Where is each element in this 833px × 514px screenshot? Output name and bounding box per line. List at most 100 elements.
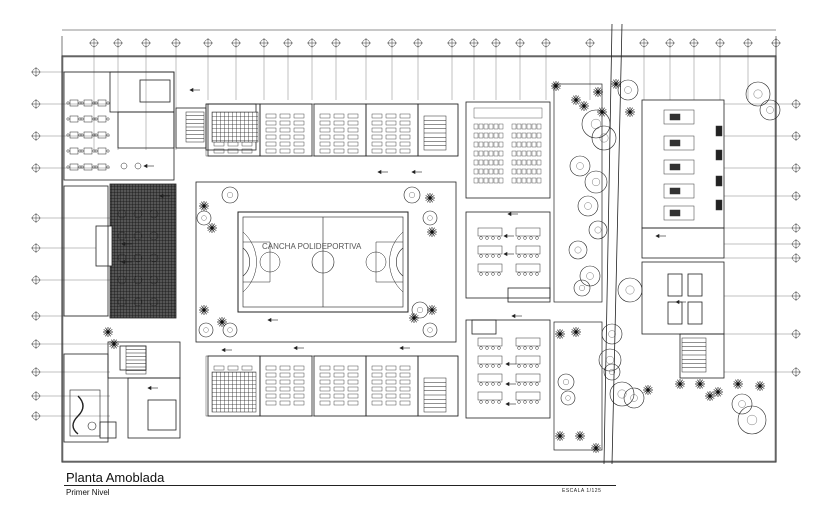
shrub	[109, 339, 119, 349]
seat	[483, 177, 489, 184]
seat	[511, 132, 517, 139]
shrub	[695, 379, 705, 389]
seat	[488, 150, 494, 157]
desk	[371, 134, 383, 140]
desk	[333, 113, 345, 119]
seat	[536, 123, 542, 130]
desk	[347, 120, 359, 126]
tree	[568, 240, 588, 260]
hall-table	[117, 209, 127, 219]
tree	[198, 322, 214, 338]
hall-table	[117, 253, 127, 263]
desk	[399, 148, 411, 154]
tree	[196, 210, 212, 226]
desk	[227, 365, 239, 371]
desk	[333, 365, 345, 371]
seat	[526, 141, 532, 148]
seat	[473, 123, 479, 130]
shrub	[643, 385, 653, 395]
desk	[279, 120, 291, 126]
desk	[293, 379, 305, 385]
seat	[498, 150, 504, 157]
desk	[241, 141, 253, 147]
sports-court	[195, 181, 457, 343]
desk	[371, 127, 383, 133]
office-desk	[663, 135, 695, 151]
hall-table	[133, 253, 143, 263]
round-table	[120, 162, 128, 170]
dining-tables	[66, 99, 159, 307]
auditorium-seats	[473, 107, 543, 184]
shrub	[103, 327, 113, 337]
desk	[347, 386, 359, 392]
desk	[293, 120, 305, 126]
desk	[371, 113, 383, 119]
shrub	[705, 391, 715, 401]
desk	[293, 386, 305, 392]
desk	[293, 400, 305, 406]
desk	[279, 386, 291, 392]
desk	[265, 386, 277, 392]
shrub	[625, 107, 635, 117]
hall-table	[149, 209, 159, 219]
seat	[536, 132, 542, 139]
desk	[279, 365, 291, 371]
shrub	[199, 305, 209, 315]
hall-table	[133, 209, 143, 219]
shrub	[597, 107, 607, 117]
seat	[473, 177, 479, 184]
seat	[473, 141, 479, 148]
seat	[526, 123, 532, 130]
classroom	[259, 355, 313, 417]
desk	[399, 134, 411, 140]
shrub	[713, 387, 723, 397]
hall-table	[133, 275, 143, 285]
classroom	[365, 103, 419, 157]
desk	[319, 148, 331, 154]
lab-table	[477, 355, 503, 365]
lab-table	[515, 263, 541, 273]
seat	[516, 150, 522, 157]
seat	[511, 168, 517, 175]
desk	[371, 379, 383, 385]
seat	[511, 141, 517, 148]
tree	[569, 155, 591, 177]
shrub	[571, 327, 581, 337]
desk	[385, 379, 397, 385]
shrub	[409, 313, 419, 323]
seat	[488, 123, 494, 130]
desk	[333, 134, 345, 140]
desk	[279, 148, 291, 154]
desk	[399, 372, 411, 378]
tree	[623, 387, 645, 409]
desk	[399, 386, 411, 392]
seat	[478, 168, 484, 175]
seat	[511, 159, 517, 166]
desk	[399, 379, 411, 385]
seat	[536, 177, 542, 184]
seat	[516, 177, 522, 184]
seat	[511, 150, 517, 157]
desk	[385, 372, 397, 378]
seat	[516, 132, 522, 139]
tree	[573, 279, 591, 297]
dining-table	[97, 163, 107, 171]
desk	[371, 386, 383, 392]
tree	[579, 265, 601, 287]
shrub	[575, 431, 585, 441]
dining-table	[83, 147, 93, 155]
seat	[473, 168, 479, 175]
seat	[526, 159, 532, 166]
drawing-scale: ESCALA 1/125	[562, 488, 602, 494]
desk	[399, 400, 411, 406]
tree	[617, 79, 639, 101]
shrub	[579, 101, 589, 111]
cabinet	[715, 125, 723, 137]
seat	[498, 168, 504, 175]
tree	[737, 405, 767, 435]
seat	[488, 168, 494, 175]
dining-table	[97, 147, 107, 155]
seat	[526, 168, 532, 175]
lab-tables	[477, 227, 541, 404]
